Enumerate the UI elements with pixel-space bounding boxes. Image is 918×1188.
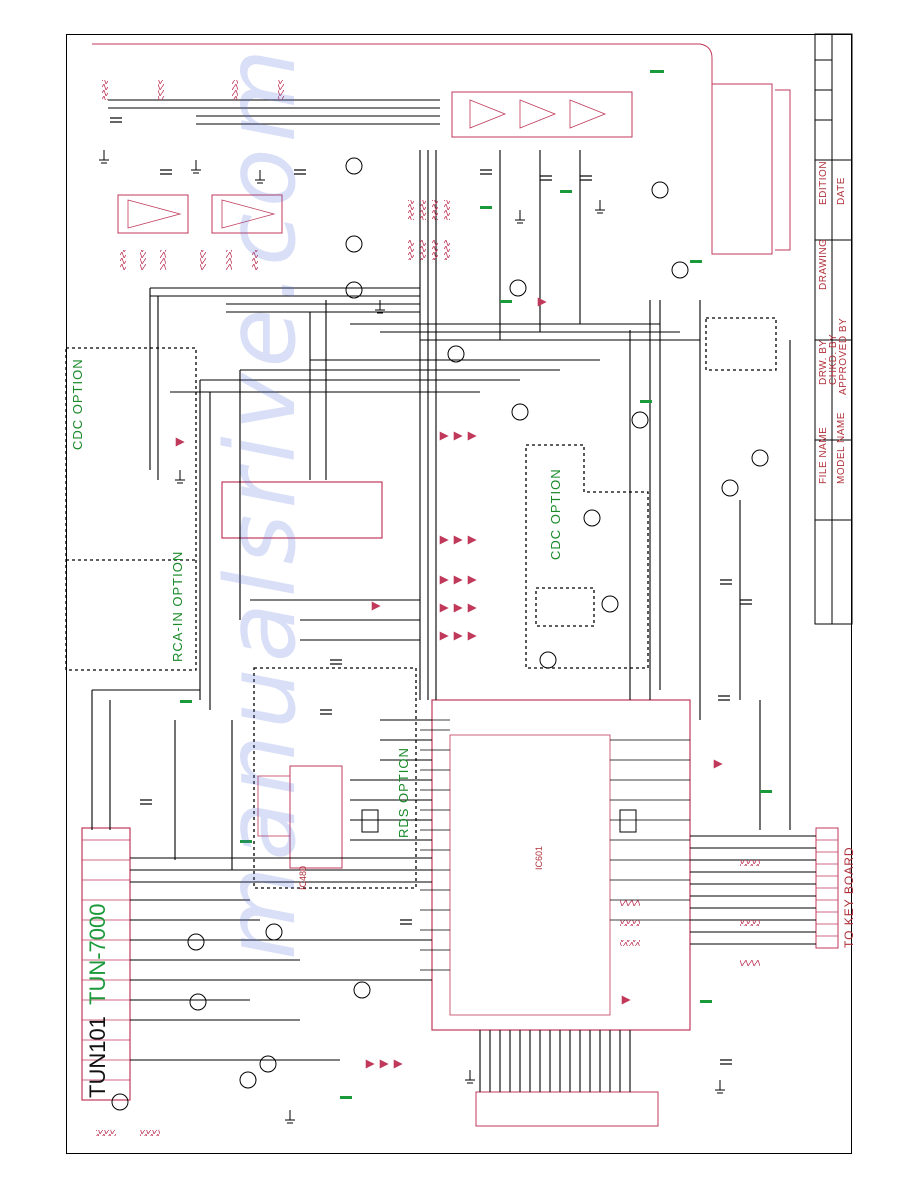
watermark-text: manualsrive.com	[205, 42, 317, 960]
rca-in-option: RCA-IN OPTION	[170, 550, 185, 662]
cdc-option-center: CDC OPTION	[548, 468, 563, 560]
ic601-body	[431, 699, 691, 1031]
title-block	[814, 33, 853, 625]
edition-label: EDITION	[818, 160, 829, 205]
model-name-label: MODEL NAME	[836, 412, 847, 484]
tuner-model: TUN-7000	[85, 903, 110, 1005]
tuner-name: TUN101	[85, 1016, 110, 1098]
key-board-label: TO KEY BOARD	[842, 846, 856, 948]
drawing-label: DRAWING	[818, 238, 829, 290]
rds-option: RDS OPTION	[396, 747, 411, 838]
audio-processor-ic	[221, 481, 383, 539]
tuner-title: TUN101 TUN-7000	[85, 904, 111, 1099]
tuner-body	[81, 827, 131, 1101]
date-label: DATE	[836, 177, 847, 205]
approved-by-label: APPROVED BY	[838, 317, 849, 395]
main-ic-label: IC601	[534, 845, 544, 870]
file-name-label: FILE NAME	[818, 426, 829, 484]
cdc-option-left: CDC OPTION	[70, 358, 85, 450]
